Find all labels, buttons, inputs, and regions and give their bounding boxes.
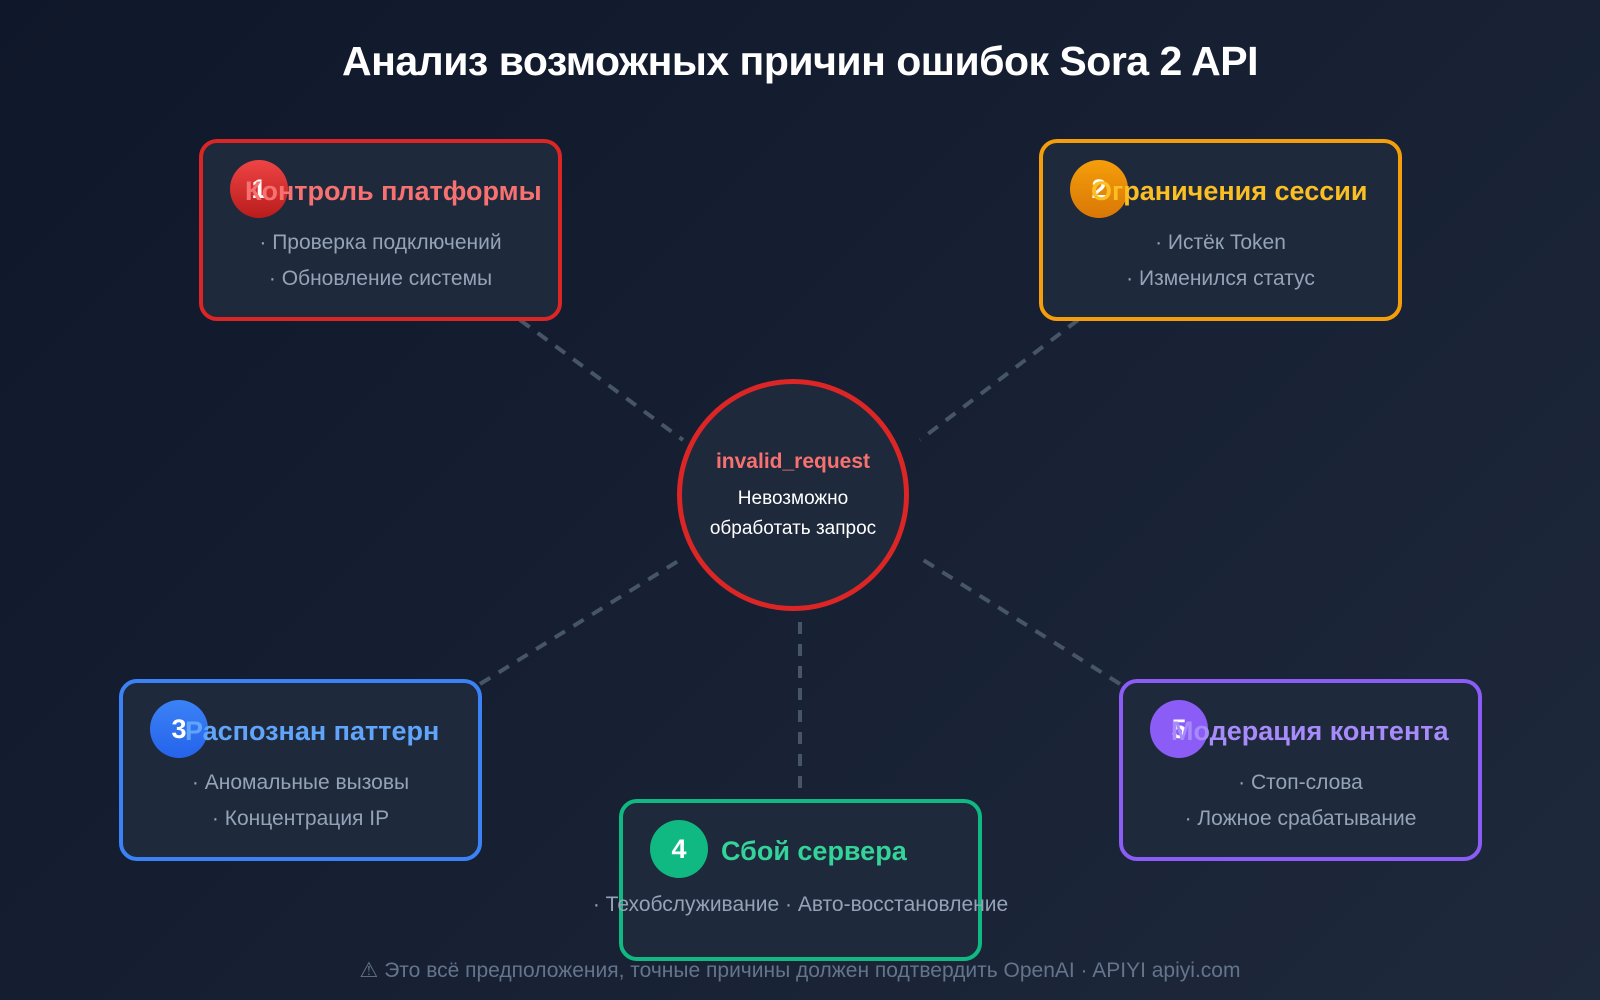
error-description-line1: Невозможно: [737, 488, 849, 509]
connector-5: [918, 556, 1122, 686]
page-title: Анализ возможных причин ошибок Sora 2 AP…: [342, 38, 1259, 84]
cause-box-platform-control: 1 Контроль платформы · Проверка подключе…: [199, 139, 562, 321]
cause-item: · Проверка подключений: [259, 231, 502, 254]
error-description: Невозможно обработать запрос: [710, 484, 876, 544]
cause-title: Контроль платформы: [245, 176, 542, 206]
connector-3: [478, 556, 685, 686]
number-badge: 1: [230, 160, 288, 218]
cause-item: · Концентрация IP: [211, 807, 390, 830]
number-badge: 3: [150, 700, 208, 758]
cause-title: Сбой сервера: [721, 836, 907, 866]
cause-title: Ограничения сессии: [1091, 176, 1368, 206]
disclaimer-footer: ⚠ Это всё предположения, точные причины …: [359, 959, 1241, 982]
cause-items: · Аномальные вызовы · Концентрация IP: [123, 765, 478, 837]
cause-items: · Техобслуживание · Авто-восстановление: [593, 887, 1008, 923]
cause-item: · Стоп-слова: [1238, 771, 1363, 794]
cause-item: · Изменился статус: [1126, 267, 1315, 290]
number-badge: 2: [1070, 160, 1128, 218]
cause-item: · Обновление системы: [268, 267, 493, 290]
cause-box-session-limits: 2 Ограничения сессии · Истёк Token · Изм…: [1039, 139, 1402, 321]
cause-box-server-failure: 4 Сбой сервера · Техобслуживание · Авто-…: [593, 799, 1008, 961]
number-badge: 5: [1150, 700, 1208, 758]
cause-title: Модерация контента: [1171, 716, 1449, 746]
cause-items: · Проверка подключений · Обновление сист…: [203, 225, 558, 297]
connector-2: [918, 318, 1080, 442]
cause-items: · Истёк Token · Изменился статус: [1043, 225, 1398, 297]
cause-box-pattern-detected: 3 Распознан паттерн · Аномальные вызовы …: [119, 679, 482, 861]
central-error-node: invalid_request Невозможно обработать за…: [677, 379, 909, 611]
error-description-line2: обработать запрос: [709, 518, 877, 539]
cause-item: · Истёк Token: [1155, 231, 1286, 254]
cause-title: Распознан паттерн: [185, 716, 440, 746]
cause-item: · Ложное срабатывание: [1184, 807, 1417, 830]
cause-item: · Аномальные вызовы: [191, 771, 410, 794]
cause-box-content-moderation: 5 Модерация контента · Стоп-слова · Ложн…: [1119, 679, 1482, 861]
cause-item: · Техобслуживание · Авто-восстановление: [592, 893, 1009, 916]
error-code: invalid_request: [715, 450, 871, 473]
number-badge: 4: [650, 820, 708, 878]
connector-1: [518, 318, 685, 442]
cause-items: · Стоп-слова · Ложное срабатывание: [1123, 765, 1478, 837]
